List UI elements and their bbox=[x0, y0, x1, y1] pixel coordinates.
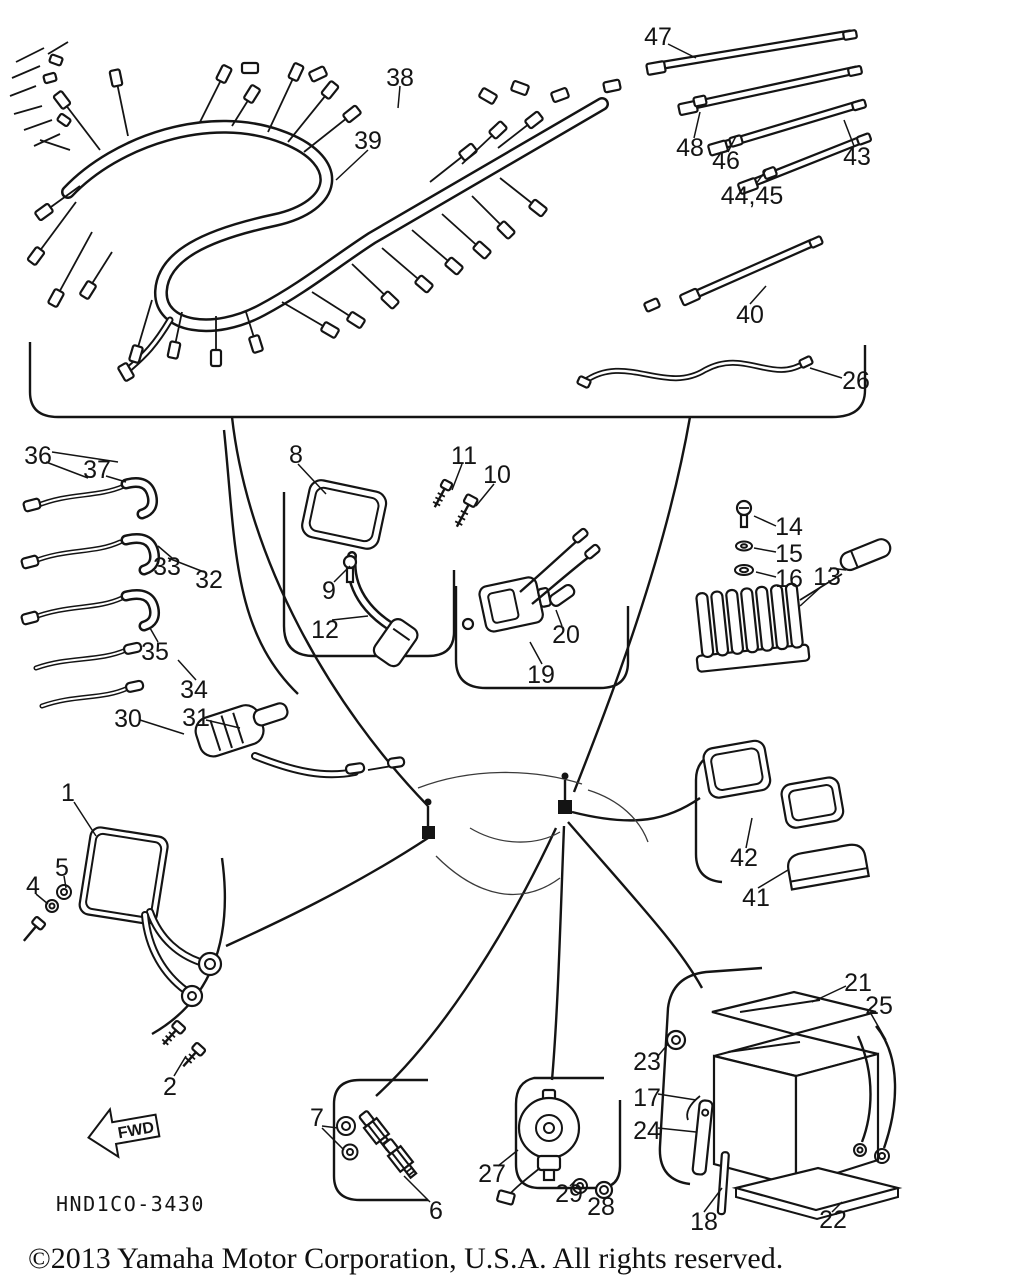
fwd-label: FWD bbox=[117, 1119, 156, 1142]
harness-branch-wires bbox=[26, 61, 622, 382]
callout-35: 35 bbox=[141, 638, 169, 666]
callout-1: 1 bbox=[61, 779, 75, 807]
callout-46: 46 bbox=[712, 147, 740, 175]
callout-19: 19 bbox=[527, 661, 555, 689]
callout-41: 41 bbox=[742, 884, 770, 912]
callout-26: 26 bbox=[842, 367, 870, 395]
ignition-coil-assembly bbox=[301, 479, 419, 668]
part-code-label: HND1CO-3430 bbox=[56, 1192, 205, 1216]
washer-15 bbox=[735, 540, 753, 552]
fwd-arrow: FWD bbox=[87, 1107, 161, 1159]
fuse-holder-13 bbox=[839, 538, 892, 572]
callout-6: 6 bbox=[429, 1197, 443, 1225]
callout-15: 15 bbox=[775, 540, 803, 568]
callout-27: 27 bbox=[478, 1160, 506, 1188]
lead-wire-terminals bbox=[576, 29, 873, 389]
callout-18: 18 bbox=[690, 1208, 718, 1236]
lead-wire-40 bbox=[689, 240, 815, 299]
callout-34: 34 bbox=[180, 676, 208, 704]
callout-4: 4 bbox=[26, 872, 40, 900]
lead-wire-set bbox=[576, 29, 873, 389]
rod-18 bbox=[716, 1151, 730, 1216]
callout-25: 25 bbox=[865, 992, 893, 1020]
spark-plug-group bbox=[336, 1110, 418, 1180]
callout-10: 10 bbox=[483, 461, 511, 489]
callout-2: 2 bbox=[163, 1073, 177, 1101]
callout-39: 39 bbox=[354, 127, 382, 155]
leader-lines bbox=[35, 43, 887, 1213]
band-24 bbox=[691, 1099, 714, 1176]
plug-cap-assembly-30 bbox=[194, 702, 406, 779]
callout-24: 24 bbox=[633, 1117, 661, 1145]
callout-30: 30 bbox=[114, 705, 142, 733]
callout-21: 21 bbox=[844, 969, 872, 997]
battery-assembly bbox=[665, 990, 903, 1221]
relay-cover-41 bbox=[787, 843, 870, 891]
callout-40: 40 bbox=[736, 301, 764, 329]
callout-37: 37 bbox=[83, 456, 111, 484]
copyright-text: ©2013 Yamaha Motor Corporation, U.S.A. A… bbox=[28, 1242, 784, 1275]
callout-28: 28 bbox=[587, 1193, 615, 1221]
grommet-23 bbox=[665, 1029, 687, 1051]
callout-9: 9 bbox=[322, 577, 336, 605]
cdi-unit-assembly bbox=[22, 826, 223, 1068]
callout-13: 13 bbox=[813, 563, 841, 591]
callout-36: 36 bbox=[24, 442, 52, 470]
callout-5: 5 bbox=[55, 854, 69, 882]
callout-22: 22 bbox=[819, 1206, 847, 1234]
rectifier-assembly bbox=[695, 499, 892, 673]
callout-20: 20 bbox=[552, 621, 580, 649]
callout-11: 11 bbox=[451, 442, 477, 470]
lead-wire-group-left bbox=[20, 477, 160, 709]
callout-16: 16 bbox=[775, 565, 803, 593]
harness-bundle-scribble bbox=[9, 41, 72, 151]
callout-17: 17 bbox=[633, 1084, 661, 1112]
callout-7: 7 bbox=[310, 1104, 324, 1132]
battery-lid-21 bbox=[711, 990, 877, 1036]
callout-43: 43 bbox=[843, 143, 871, 171]
callout-48: 48 bbox=[676, 134, 704, 162]
wiring-harness bbox=[9, 41, 622, 382]
callout-32: 32 bbox=[195, 566, 223, 594]
lead-wire-26 bbox=[582, 360, 808, 384]
mount-points bbox=[422, 772, 572, 839]
callout-23: 23 bbox=[633, 1048, 661, 1076]
callout-42: 42 bbox=[730, 844, 758, 872]
elbow-boot-32 bbox=[123, 535, 158, 573]
washer-16 bbox=[734, 564, 754, 576]
vent-tube-17 bbox=[686, 1095, 701, 1121]
screw-2b bbox=[182, 1041, 207, 1068]
screw-14 bbox=[735, 499, 753, 529]
callout-31: 31 bbox=[182, 704, 210, 732]
screws-10-11 bbox=[432, 478, 479, 528]
callout-33: 33 bbox=[153, 553, 181, 581]
callout-38: 38 bbox=[386, 64, 414, 92]
callout-29: 29 bbox=[555, 1180, 583, 1208]
callout-12: 12 bbox=[311, 616, 339, 644]
elbow-boot-37 bbox=[123, 479, 156, 517]
callout-8: 8 bbox=[289, 441, 303, 469]
callout-47: 47 bbox=[644, 23, 672, 51]
callout-14: 14 bbox=[775, 513, 803, 541]
relay-assembly bbox=[702, 739, 870, 891]
battery-cable-25 bbox=[875, 1025, 897, 1149]
bushing-20 bbox=[548, 583, 576, 607]
screw-2a bbox=[161, 1019, 187, 1046]
callout-44,45: 44,45 bbox=[721, 182, 784, 210]
battery-side bbox=[794, 1052, 880, 1188]
elbow-boot-34 bbox=[123, 591, 158, 629]
switch-assembly-19 bbox=[461, 527, 601, 633]
sender-assembly-27 bbox=[496, 1088, 614, 1206]
